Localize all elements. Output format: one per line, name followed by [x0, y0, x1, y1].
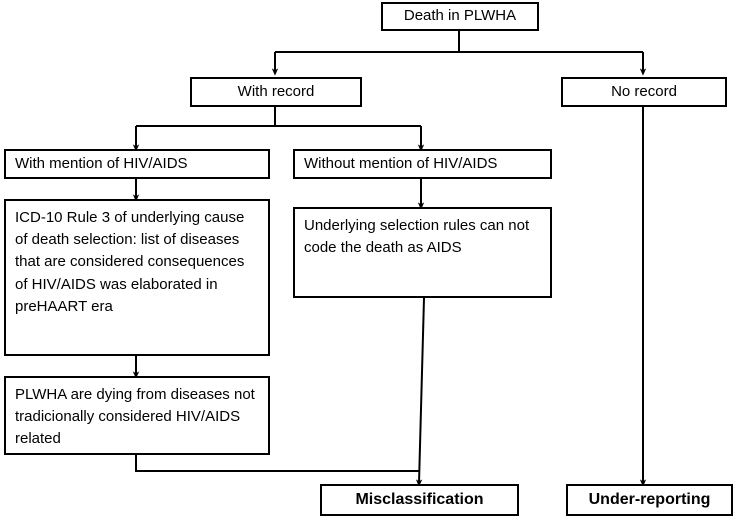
node-death-in-plwha: Death in PLWHA: [381, 2, 539, 31]
node-label: PLWHA are dying from diseases not tradic…: [15, 386, 255, 448]
node-label: Under-reporting: [588, 491, 711, 509]
node-icd10-rule3: ICD-10 Rule 3 of underlying cause of dea…: [4, 199, 270, 356]
node-label: Underlying selection rules can not code …: [304, 217, 530, 257]
node-label: With record: [237, 82, 315, 100]
node-label: Death in PLWHA: [403, 7, 517, 25]
node-dying-from-other-diseases: PLWHA are dying from diseases not tradic…: [4, 376, 270, 455]
node-no-record: No record: [561, 77, 727, 107]
node-label: Without mention of HIV/AIDS: [304, 154, 498, 172]
node-label: ICD-10 Rule 3 of underlying cause of dea…: [15, 209, 245, 315]
node-with-mention-hiv-aids: With mention of HIV/AIDS: [4, 149, 270, 179]
node-without-mention-hiv-aids: Without mention of HIV/AIDS: [293, 149, 552, 179]
node-misclassification: Misclassification: [320, 484, 519, 516]
node-label: Misclassification: [355, 491, 484, 509]
node-cannot-code-as-aids: Underlying selection rules can not code …: [293, 207, 552, 298]
edge-withrecord-split: [132, 107, 425, 152]
edge-dying-misclassification: [135, 455, 420, 472]
node-label: With mention of HIV/AIDS: [15, 154, 188, 172]
edge-root-split: [271, 31, 647, 76]
edge-cannotcode-misclassification: [415, 297, 425, 487]
node-under-reporting: Under-reporting: [566, 484, 733, 516]
node-label: No record: [611, 82, 677, 100]
node-with-record: With record: [190, 77, 362, 107]
